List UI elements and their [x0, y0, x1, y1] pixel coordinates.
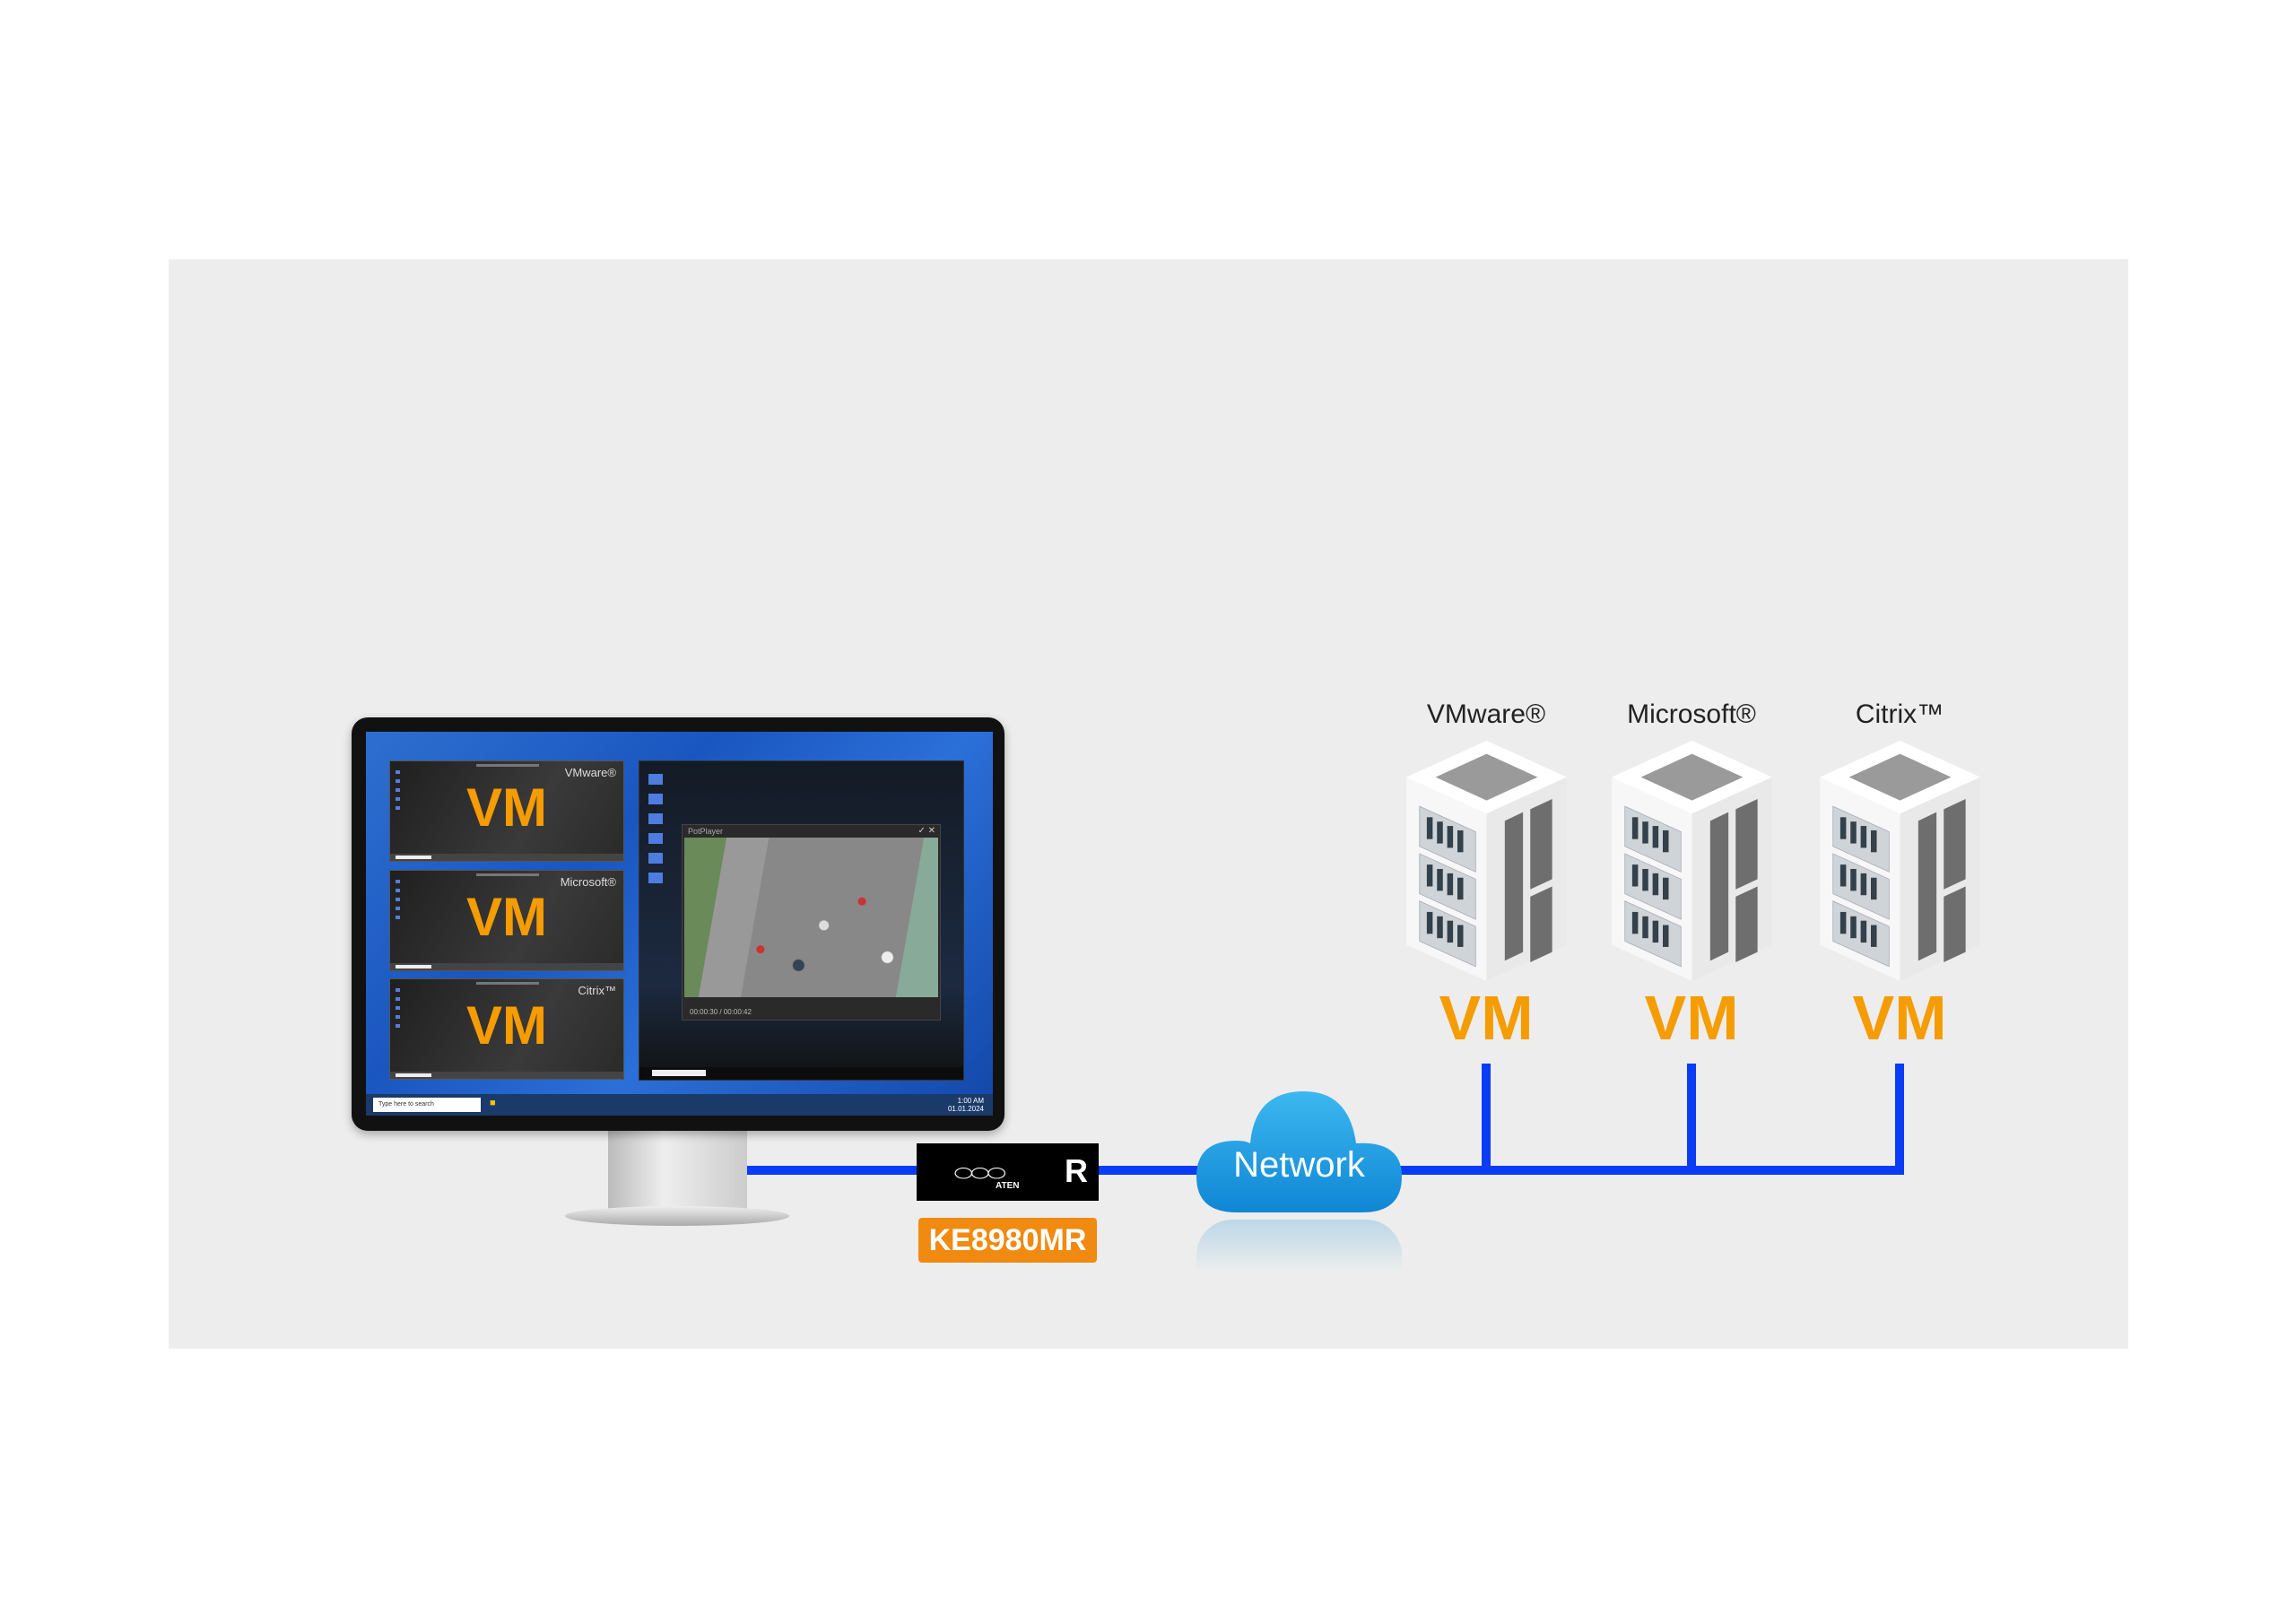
server-citrix: Citrix™ VM	[1801, 699, 1998, 1049]
vm-window-vmware[interactable]: VMware® VM	[389, 760, 624, 862]
vm-label: VM	[1644, 983, 1739, 1053]
monitor-stand	[608, 1131, 747, 1213]
taskbar: Type here to search ■ 1:00 AM 01.01.2024	[366, 1094, 993, 1116]
system-clock: 1:00 AM 01.01.2024	[948, 1097, 984, 1113]
folder-icon[interactable]: ■	[490, 1098, 496, 1108]
vm-label: VM	[466, 995, 547, 1055]
vm-label: VM	[466, 887, 547, 947]
model-badge: KE8980MR	[918, 1218, 1097, 1263]
server-icon	[1399, 732, 1574, 983]
cloud-icon	[1196, 1091, 1402, 1212]
monitor-screen: VMware® VM Microsoft® VM Citrix™ VM PotP…	[366, 732, 993, 1116]
desktop-icons	[396, 880, 400, 925]
connection-server-2	[1687, 1064, 1696, 1171]
desktop-icons	[396, 988, 400, 1033]
server-icon	[1605, 732, 1779, 983]
connection-network-servers	[1395, 1166, 1904, 1175]
server-name: VMware®	[1426, 699, 1546, 729]
server-name: Microsoft®	[1627, 699, 1756, 729]
vm-taskbar	[390, 854, 623, 861]
connection-server-3	[1895, 1064, 1904, 1171]
device-brand: ATEN	[996, 1181, 1020, 1191]
window-handle	[476, 982, 539, 985]
server-name: Citrix™	[1855, 699, 1944, 729]
vm-brand: Citrix™	[578, 984, 616, 997]
app-icons	[648, 774, 663, 890]
clock-date: 01.01.2024	[947, 1105, 984, 1113]
vm-label: VM	[1439, 983, 1534, 1053]
window-handle	[476, 873, 539, 876]
connection-device-network	[1094, 1166, 1202, 1175]
connection-monitor-device	[744, 1166, 924, 1175]
monitor-base	[565, 1206, 789, 1226]
kvm-device: ⬭⬭⬭ R ATEN	[917, 1143, 1099, 1201]
vm-window-citrix[interactable]: Citrix™ VM	[389, 978, 624, 1080]
vm-taskbar	[390, 963, 623, 970]
network-label: Network	[1233, 1145, 1365, 1185]
vm-window-microsoft[interactable]: Microsoft® VM	[389, 870, 624, 971]
cloud-reflection	[1196, 1220, 1402, 1273]
server-microsoft: Microsoft® VM	[1593, 699, 1790, 1049]
clock-time: 1:00 AM	[957, 1097, 984, 1105]
video-player-window[interactable]: PotPlayer ✓ ✕ 00:00:30 / 00:00:42	[682, 824, 941, 1021]
vm-taskbar	[390, 1072, 623, 1079]
window-handle	[476, 764, 539, 767]
server-vmware: VMware® VM	[1387, 699, 1585, 1049]
vm-label: VM	[466, 777, 547, 838]
vm-brand: Microsoft®	[560, 875, 616, 889]
player-title: PotPlayer	[688, 827, 724, 836]
search-input[interactable]: Type here to search	[373, 1098, 481, 1112]
server-icon	[1813, 732, 1987, 983]
remote-taskbar	[639, 1067, 963, 1080]
port-icons: ⬭⬭⬭	[954, 1161, 1005, 1186]
connection-server-1	[1482, 1064, 1491, 1171]
vm-label: VM	[1852, 983, 1947, 1053]
vm-brand: VMware®	[564, 766, 616, 779]
network-cloud: Network	[1196, 1091, 1402, 1217]
player-window-controls[interactable]: ✓ ✕	[918, 826, 935, 836]
device-mark: R	[1065, 1152, 1088, 1189]
traffic-video	[684, 838, 938, 997]
desktop-icons	[396, 770, 400, 815]
player-time: 00:00:30 / 00:00:42	[690, 1008, 752, 1016]
